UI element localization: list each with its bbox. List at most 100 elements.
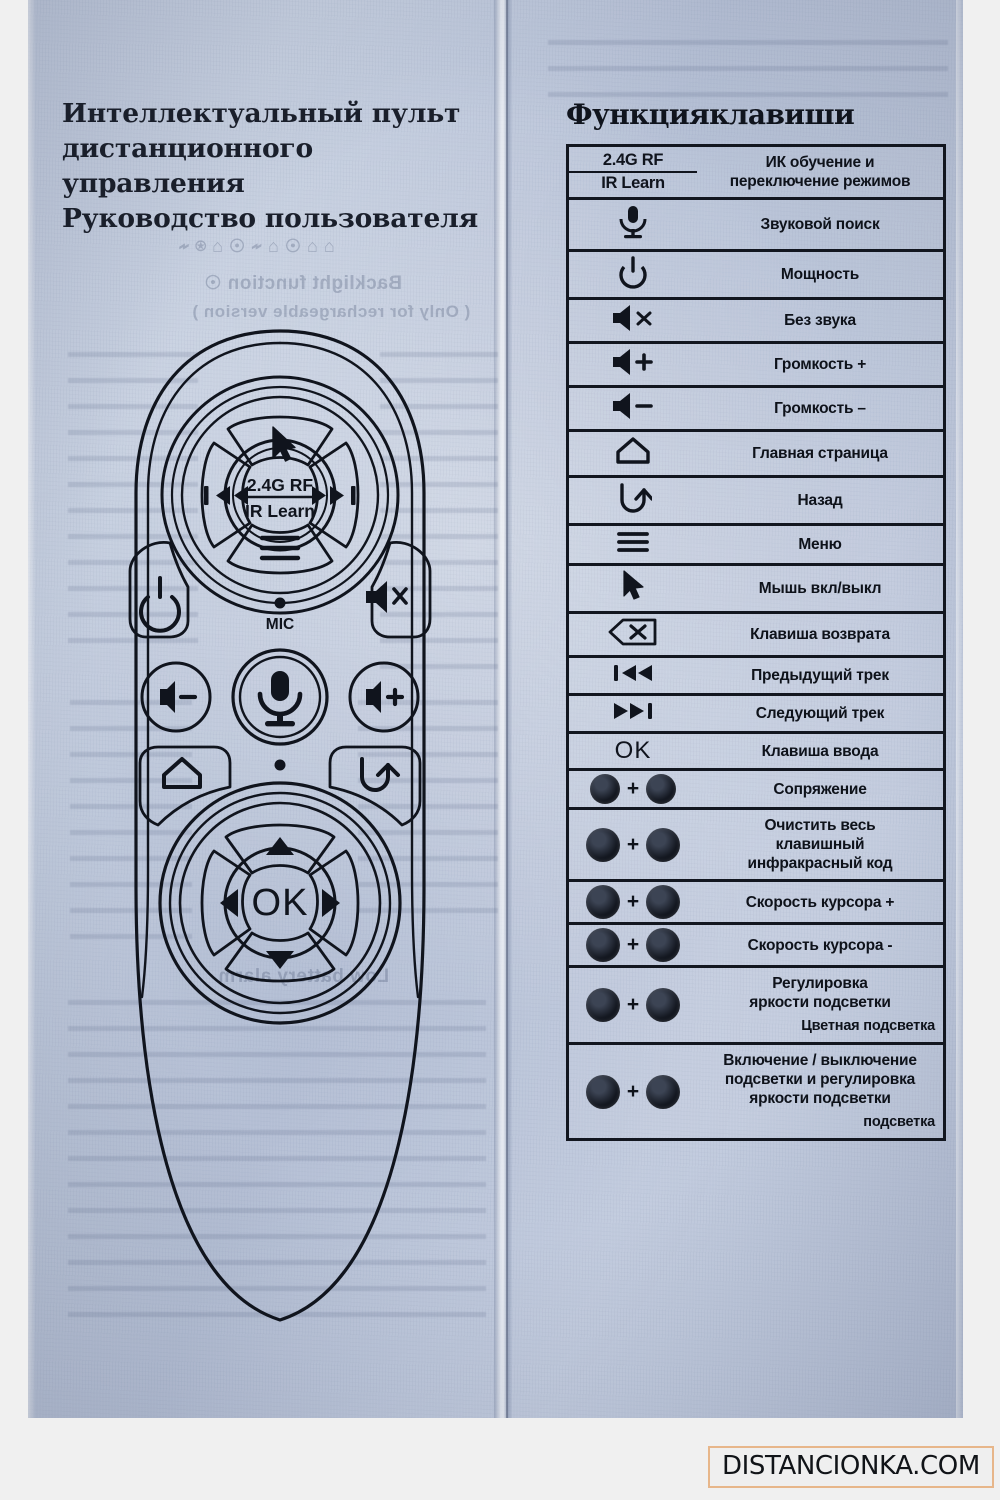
table-row: Мощность [567,251,945,299]
watermark-text: DISTANCIONKA.COM [722,1451,980,1481]
description-cell: Мышь вкл/выкл [758,580,882,597]
back-button [328,745,422,827]
rf-ir-learn-icon: 2.4G RF IR Learn [569,151,697,193]
description-cell: Громкость – [774,400,866,417]
mouse-cursor-icon [272,426,296,462]
combo-key-first [589,774,620,804]
key-cell [568,613,698,657]
power-icon [139,576,181,633]
rf-key-bottom: IR Learn [601,174,665,192]
next-track-icon [312,486,356,505]
table-row: Назад [567,477,945,525]
hamburger-menu-icon [617,532,649,552]
ghost-text-line: ( Only for rechargeable version ) [192,302,471,321]
upper-pad-top-segment [226,415,334,467]
combo-key-second [646,885,681,919]
key-cell: 2.4G RF IR Learn [568,146,697,199]
rf-label-top: 2.4G RF [247,475,313,495]
dpad-up-segment [224,823,336,875]
combo-plus-sign: + [626,777,640,800]
status-led-dot [274,759,286,771]
combo-key-second [646,774,677,804]
remote-body-inner-left [140,341,282,999]
description-cell: Следующий трек [755,705,885,722]
combo-key-second [646,988,681,1022]
manual-title-line-1: Интеллектуальный пульт [62,98,461,129]
combo-key-first [585,885,620,919]
manual-title-line-3: Руководство пользователя [62,203,478,234]
microphone-icon [257,671,303,727]
description-cell: Меню [798,536,842,553]
description-cell: Без звука [784,312,856,329]
ok-key-label: OK [614,737,652,764]
page-right-edge [956,0,963,1418]
description-cell: Звуковой поиск [760,216,880,233]
lower-pad-ring-mid [168,791,392,1015]
lower-pad-ring-inner [178,801,382,1005]
table-row: OK Клавиша ввода [567,733,945,770]
microphone-icon [619,206,647,239]
key-combo-icon: + [569,1074,697,1109]
table-row: Следующий трек [567,695,945,733]
combo-plus-sign: + [626,993,640,1016]
description-cell: Клавиша ввода [761,742,879,760]
table-row: Звуковой поиск [567,199,945,251]
voice-search-button-inner [238,655,322,739]
voice-search-button [231,648,329,746]
ok-button-label: OK [252,882,309,924]
rf-label-bottom: IR Learn [245,501,315,521]
ghost-text-block [380,352,498,682]
home-icon [162,757,202,789]
key-cell [568,657,698,695]
volume-down-icon [160,681,198,713]
description-cell: Скорость курсора - [747,936,893,954]
backspace-icon [608,618,657,646]
power-button [128,541,190,639]
description-sublabel: подсветка [863,1114,935,1130]
key-cell: + [568,881,698,924]
table-row: Громкость – [567,387,945,431]
combo-key-first [585,928,620,962]
back-arrow-icon [360,757,400,792]
combo-plus-sign: + [626,1079,640,1103]
key-cell [568,695,698,733]
upper-pad-right-segment [308,441,360,549]
key-combo-icon: + [569,885,697,919]
key-cell [568,431,698,477]
remote-body-inner-right [278,341,420,999]
combo-key-first [585,827,620,862]
triangle-right-icon [322,889,340,917]
description-cell: Назад [797,492,843,509]
combo-key-first [585,1074,620,1109]
triangle-left-icon [220,889,238,917]
key-combo-icon: + [569,774,697,804]
volume-up-button [348,661,420,733]
previous-track-icon [204,486,248,505]
ghost-text-block [68,1000,486,1330]
mute-button [370,541,432,639]
description-cell: Скорость курсора + [745,893,895,911]
home-icon [616,437,650,464]
manual-title: Интеллектуальный пульт дистанционного уп… [62,96,492,236]
manual-title-line-2: дистанционного управления [62,133,313,199]
remote-control-illustration: 2.4G RF IR Learn MIC [110,325,450,1335]
table-row: + Скорость курсора + [567,881,945,924]
description-cell: Мощность [780,266,860,283]
back-arrow-icon [620,483,654,513]
ghost-text-block [358,700,498,930]
key-cell [568,299,698,343]
center-fold-gutter [494,0,512,1418]
key-cell [568,387,698,431]
key-cell: + [568,770,698,809]
mute-icon [613,305,652,331]
ghost-text-line: ⌂ ⌂ ☉ ⌂ ⌁ ☉ ⌂ ⍟ ⌁ [178,236,335,256]
combo-key-second [646,928,681,962]
